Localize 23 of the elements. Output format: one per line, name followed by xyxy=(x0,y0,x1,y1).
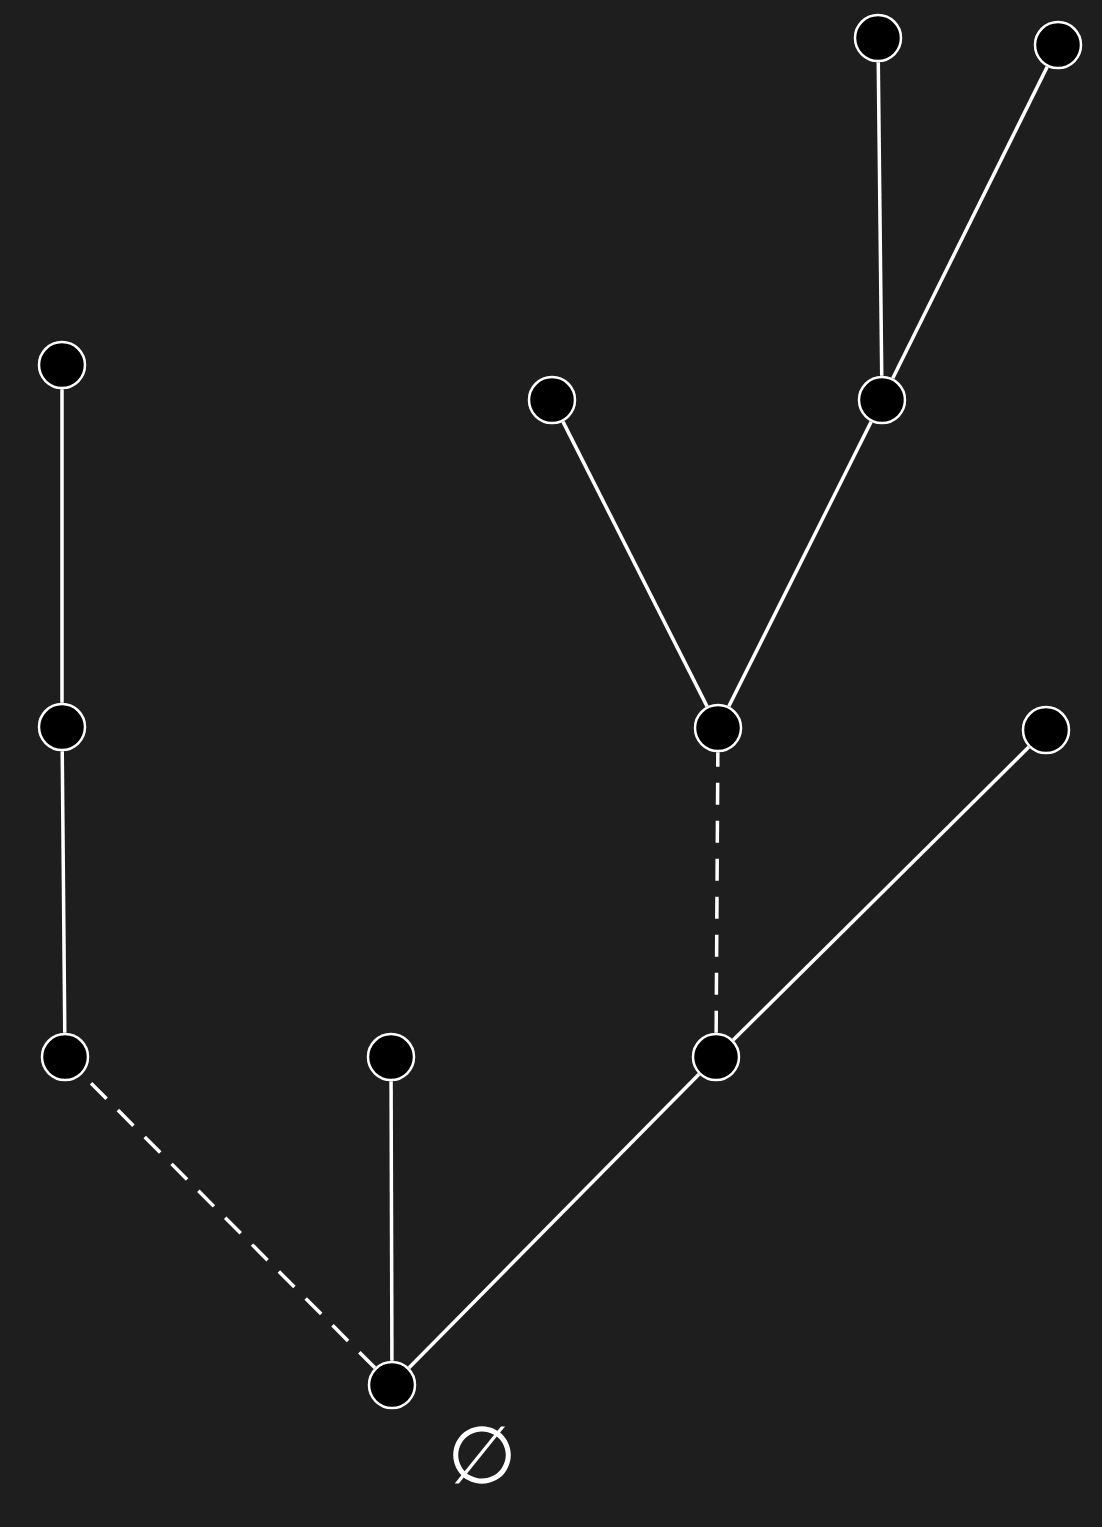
connector-line xyxy=(732,745,1030,1042)
connector-line xyxy=(714,752,720,1033)
connector-line xyxy=(727,420,873,708)
connector-line xyxy=(891,65,1049,380)
node-circle xyxy=(37,702,87,752)
connector-line xyxy=(561,420,709,708)
node-caption: ∅ xyxy=(453,1426,511,1484)
node-circle xyxy=(527,375,577,425)
node-circle xyxy=(1021,705,1071,755)
connector-line xyxy=(389,1081,394,1361)
node-circle xyxy=(857,375,907,425)
node-circle xyxy=(691,1032,741,1082)
connector-line xyxy=(407,1073,701,1369)
node-circle xyxy=(40,1032,90,1082)
node-circle xyxy=(693,703,743,753)
node-circle xyxy=(37,340,87,390)
connector-line xyxy=(60,389,64,703)
connector-line xyxy=(876,62,884,376)
node-circle xyxy=(367,1360,417,1410)
node-circle xyxy=(853,13,903,63)
node-circle xyxy=(1033,20,1083,70)
connector-line xyxy=(60,751,67,1033)
node-circle xyxy=(366,1032,416,1082)
